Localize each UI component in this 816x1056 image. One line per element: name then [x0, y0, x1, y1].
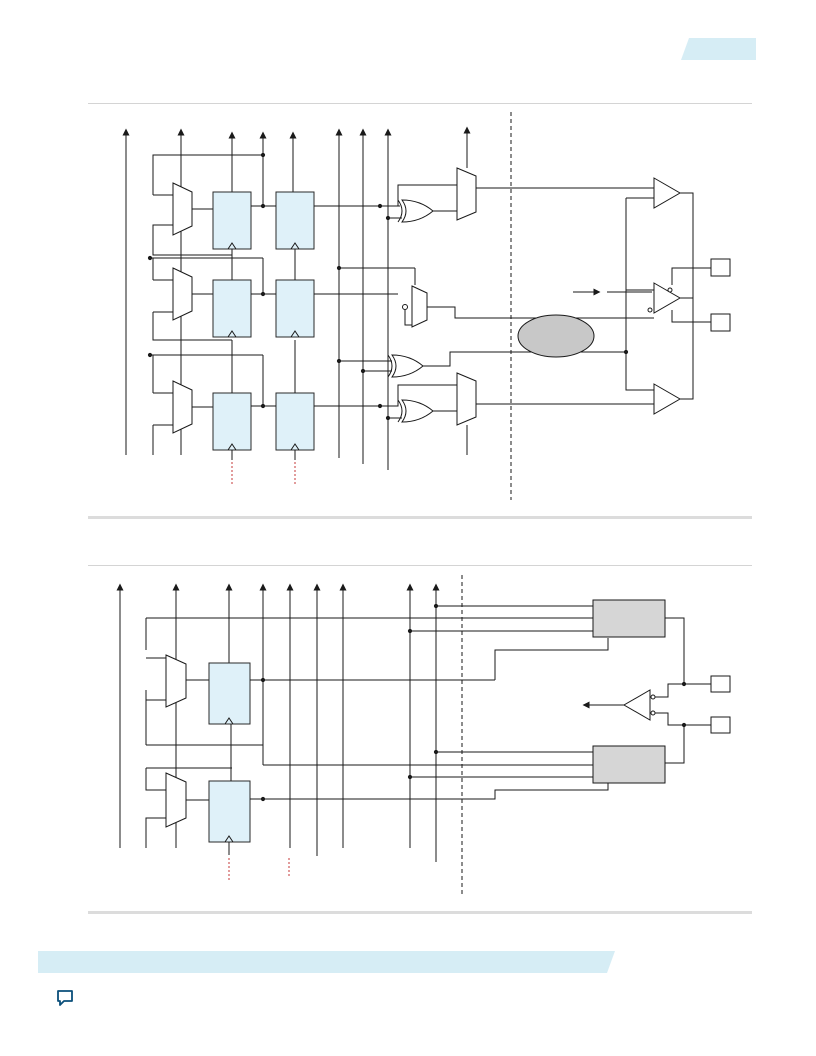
input-mux [165, 654, 187, 828]
figure-top-rule [88, 565, 752, 566]
figure-bottom-rule [88, 911, 752, 914]
io-pad [710, 675, 731, 734]
figure-top-rule [88, 103, 752, 104]
figure-1-schematic [122, 112, 731, 500]
xor-gate [387, 199, 434, 423]
register-array [208, 662, 251, 843]
clock-trace [231, 462, 296, 485]
input-mux [172, 182, 193, 434]
footer-band [38, 951, 615, 973]
figure-2-schematic [116, 575, 731, 895]
io-pad [710, 258, 731, 332]
clock-trace [228, 858, 290, 880]
control-block-oval [517, 314, 595, 358]
serializer-block [592, 599, 666, 784]
input-buffer [622, 689, 651, 721]
register-array [212, 191, 315, 451]
speech-bubble-icon[interactable] [55, 988, 75, 1008]
output-buffer [653, 177, 682, 415]
figure-bottom-rule [88, 516, 752, 519]
page-header-tab [681, 38, 756, 60]
